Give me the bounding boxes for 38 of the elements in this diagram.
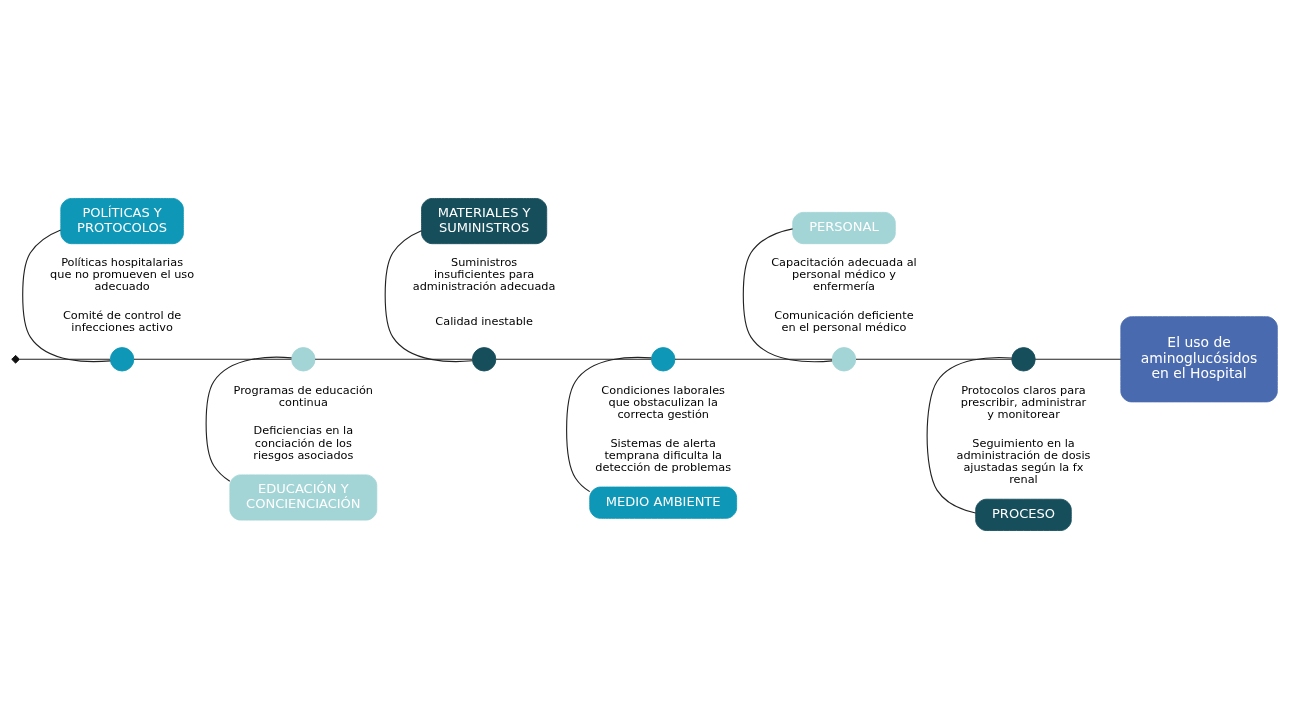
node-box: MEDIO AMBIENTE	[589, 486, 738, 519]
label: Seguimiento en la administración de dosis ajustadas según la fx renal	[956, 436, 1091, 486]
connector	[855, 358, 1013, 360]
node-circle	[1011, 346, 1036, 371]
connector	[926, 356, 1013, 514]
node-box: El uso de aminoglucósidos en el Hospital	[1120, 315, 1278, 402]
node-box: PROCESO	[975, 498, 1072, 531]
connector	[566, 356, 652, 492]
connector	[22, 228, 111, 362]
label: Protocolos claros para prescribir, administrar y monitorear	[960, 383, 1087, 421]
connector	[674, 358, 833, 360]
label: Calidad inestable	[435, 314, 533, 328]
connector	[314, 358, 473, 360]
label: Políticas hospitalarias que no promueven el uso adecuado	[50, 255, 195, 293]
node-diamond	[11, 354, 20, 364]
label: Deficiencias en la conciación de los riesgos asociados	[253, 423, 354, 462]
connector	[205, 356, 293, 482]
node-circle	[831, 346, 857, 371]
connector	[742, 227, 833, 362]
node-box: MATERIALES Y SUMINISTROS	[421, 197, 548, 244]
node-box: PERSONAL	[792, 211, 896, 244]
connector	[1034, 358, 1122, 360]
node-circle	[651, 346, 676, 371]
node-box: EDUCACIÓN Y CONCIENCIACIÓN	[229, 473, 378, 521]
label: Condiciones laborales que obstaculizan la correcta gestión	[601, 383, 726, 421]
connector	[495, 358, 652, 360]
connector	[133, 358, 292, 360]
node-box: POLÍTICAS Y PROTOCOLOS	[60, 197, 184, 244]
label: Suministros insuficientes para administración adecuada	[412, 255, 556, 293]
label: Comité de control de infecciones activo	[62, 308, 182, 334]
connector	[384, 229, 473, 362]
node-circle	[109, 346, 135, 371]
label: Capacitación adecuada al personal médico y enfermería	[771, 255, 917, 293]
node-circle	[471, 346, 497, 371]
label: Programas de educación continua	[233, 383, 374, 409]
node-circle	[291, 346, 316, 371]
connector	[19, 358, 111, 360]
label: Sistemas de alerta temprana dificulta la detección de problemas	[595, 436, 732, 474]
